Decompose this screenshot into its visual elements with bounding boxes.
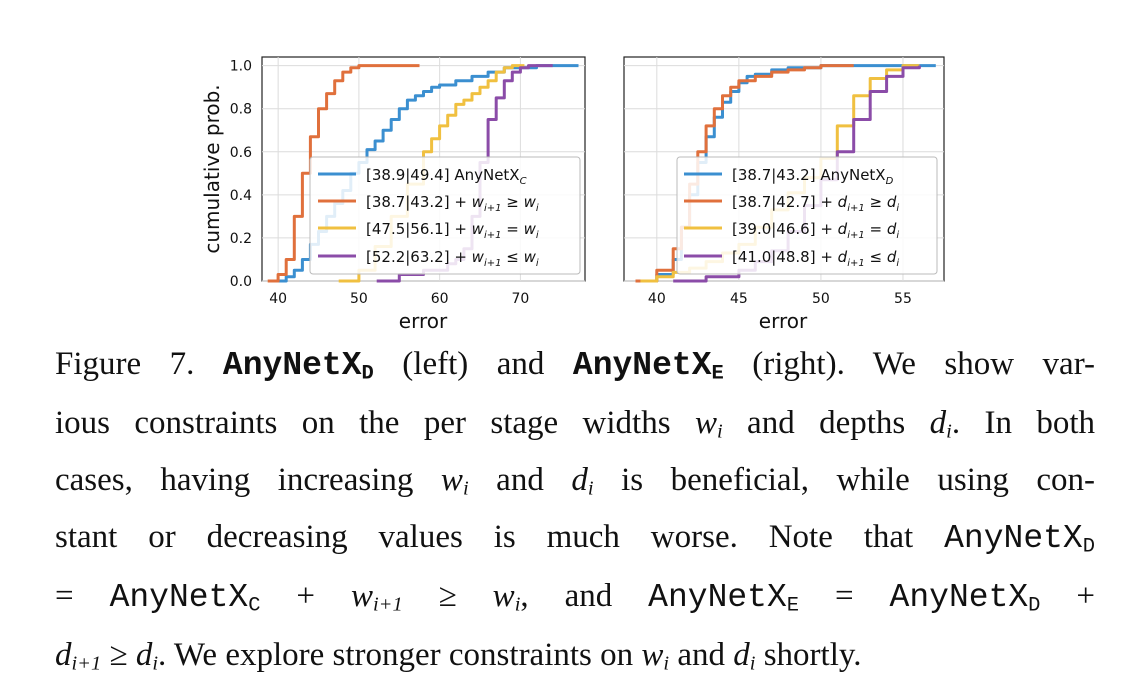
x-tick-label: 50 (812, 291, 830, 307)
left-x-axis-label: error (399, 309, 448, 333)
left-legend-entry-3: [52.2|63.2] + wi+1 ≤ wi (366, 248, 539, 269)
caption-line-4: stant or decreasing values is much worse… (55, 519, 1095, 559)
right-plot-panel: 40 45 50 55 error [38.7|43.2] AnyNetXD [38.… (623, 56, 945, 333)
right-legend-entry-0: [38.7|43.2] AnyNetXD (732, 166, 894, 187)
left-plot-panel: 40 50 60 70 0.0 0.2 0.4 0.6 0.8 1.0 error cumulat… (200, 56, 586, 333)
caption-line-1: Figure 7. AnyNetXD (left) and AnyNetXE (… (55, 346, 1096, 386)
caption-line-2: ious constraints on the per stage widths… (55, 405, 1096, 443)
caption-line-3: cases, having increasing wi and di is be… (55, 462, 1096, 500)
y-tick-label: 0.0 (230, 274, 252, 290)
y-tick-label: 0.2 (230, 231, 252, 247)
y-tick-label: 0.8 (230, 102, 252, 118)
x-tick-label: 45 (730, 291, 748, 307)
left-ticks: 40 50 60 70 0.0 0.2 0.4 0.6 0.8 1.0 (230, 59, 530, 307)
x-tick-label: 40 (269, 291, 287, 307)
caption-name-left: AnyNetXD (222, 347, 374, 386)
caption-line-5: = AnyNetXC + wi+1 ≥ wi, and AnyNetXE = A… (55, 578, 1095, 618)
right-legend-entry-3: [41.0|48.8] + di+1 ≤ di (732, 248, 899, 269)
caption-name-right: AnyNetXE (572, 347, 724, 386)
left-y-axis-label: cumulative prob. (200, 84, 224, 253)
y-tick-label: 0.4 (230, 188, 252, 204)
figure-label: Figure 7. (55, 346, 195, 382)
left-legend: [38.9|49.4] AnyNetXC [38.7|43.2] + wi+1 … (309, 156, 581, 275)
x-tick-label: 40 (648, 291, 666, 307)
figure-7-plots: 40 50 60 70 0.0 0.2 0.4 0.6 0.8 1.0 error cumulat… (200, 56, 945, 333)
figure-caption: Figure 7. AnyNetXD (left) and AnyNetXE (… (55, 340, 1095, 688)
x-tick-label: 50 (350, 291, 368, 307)
left-legend-box (309, 156, 581, 275)
right-ticks: 40 45 50 55 (648, 291, 912, 307)
right-legend-box (676, 156, 938, 275)
right-legend-entry-2: [39.0|46.6] + di+1 = di (732, 220, 899, 241)
x-tick-label: 70 (511, 291, 529, 307)
left-legend-entry-1: [38.7|43.2] + wi+1 ≥ wi (366, 193, 539, 214)
series-line-1 (267, 64, 420, 283)
right-legend: [38.7|43.2] AnyNetXD [38.7|42.7] + di+1 … (676, 156, 938, 275)
caption-line-6: di+1 ≥ di. We explore stronger constrain… (55, 637, 862, 675)
y-tick-label: 0.6 (230, 145, 252, 161)
right-x-axis-label: error (759, 309, 808, 333)
left-legend-entry-2: [47.5|56.1] + wi+1 = wi (366, 220, 539, 241)
x-tick-label: 60 (431, 291, 449, 307)
y-tick-label: 1.0 (230, 59, 252, 75)
left-legend-entry-0: [38.9|49.4] AnyNetXC (366, 166, 527, 187)
right-legend-entry-1: [38.7|42.7] + di+1 ≥ di (732, 193, 899, 214)
x-tick-label: 55 (894, 291, 912, 307)
